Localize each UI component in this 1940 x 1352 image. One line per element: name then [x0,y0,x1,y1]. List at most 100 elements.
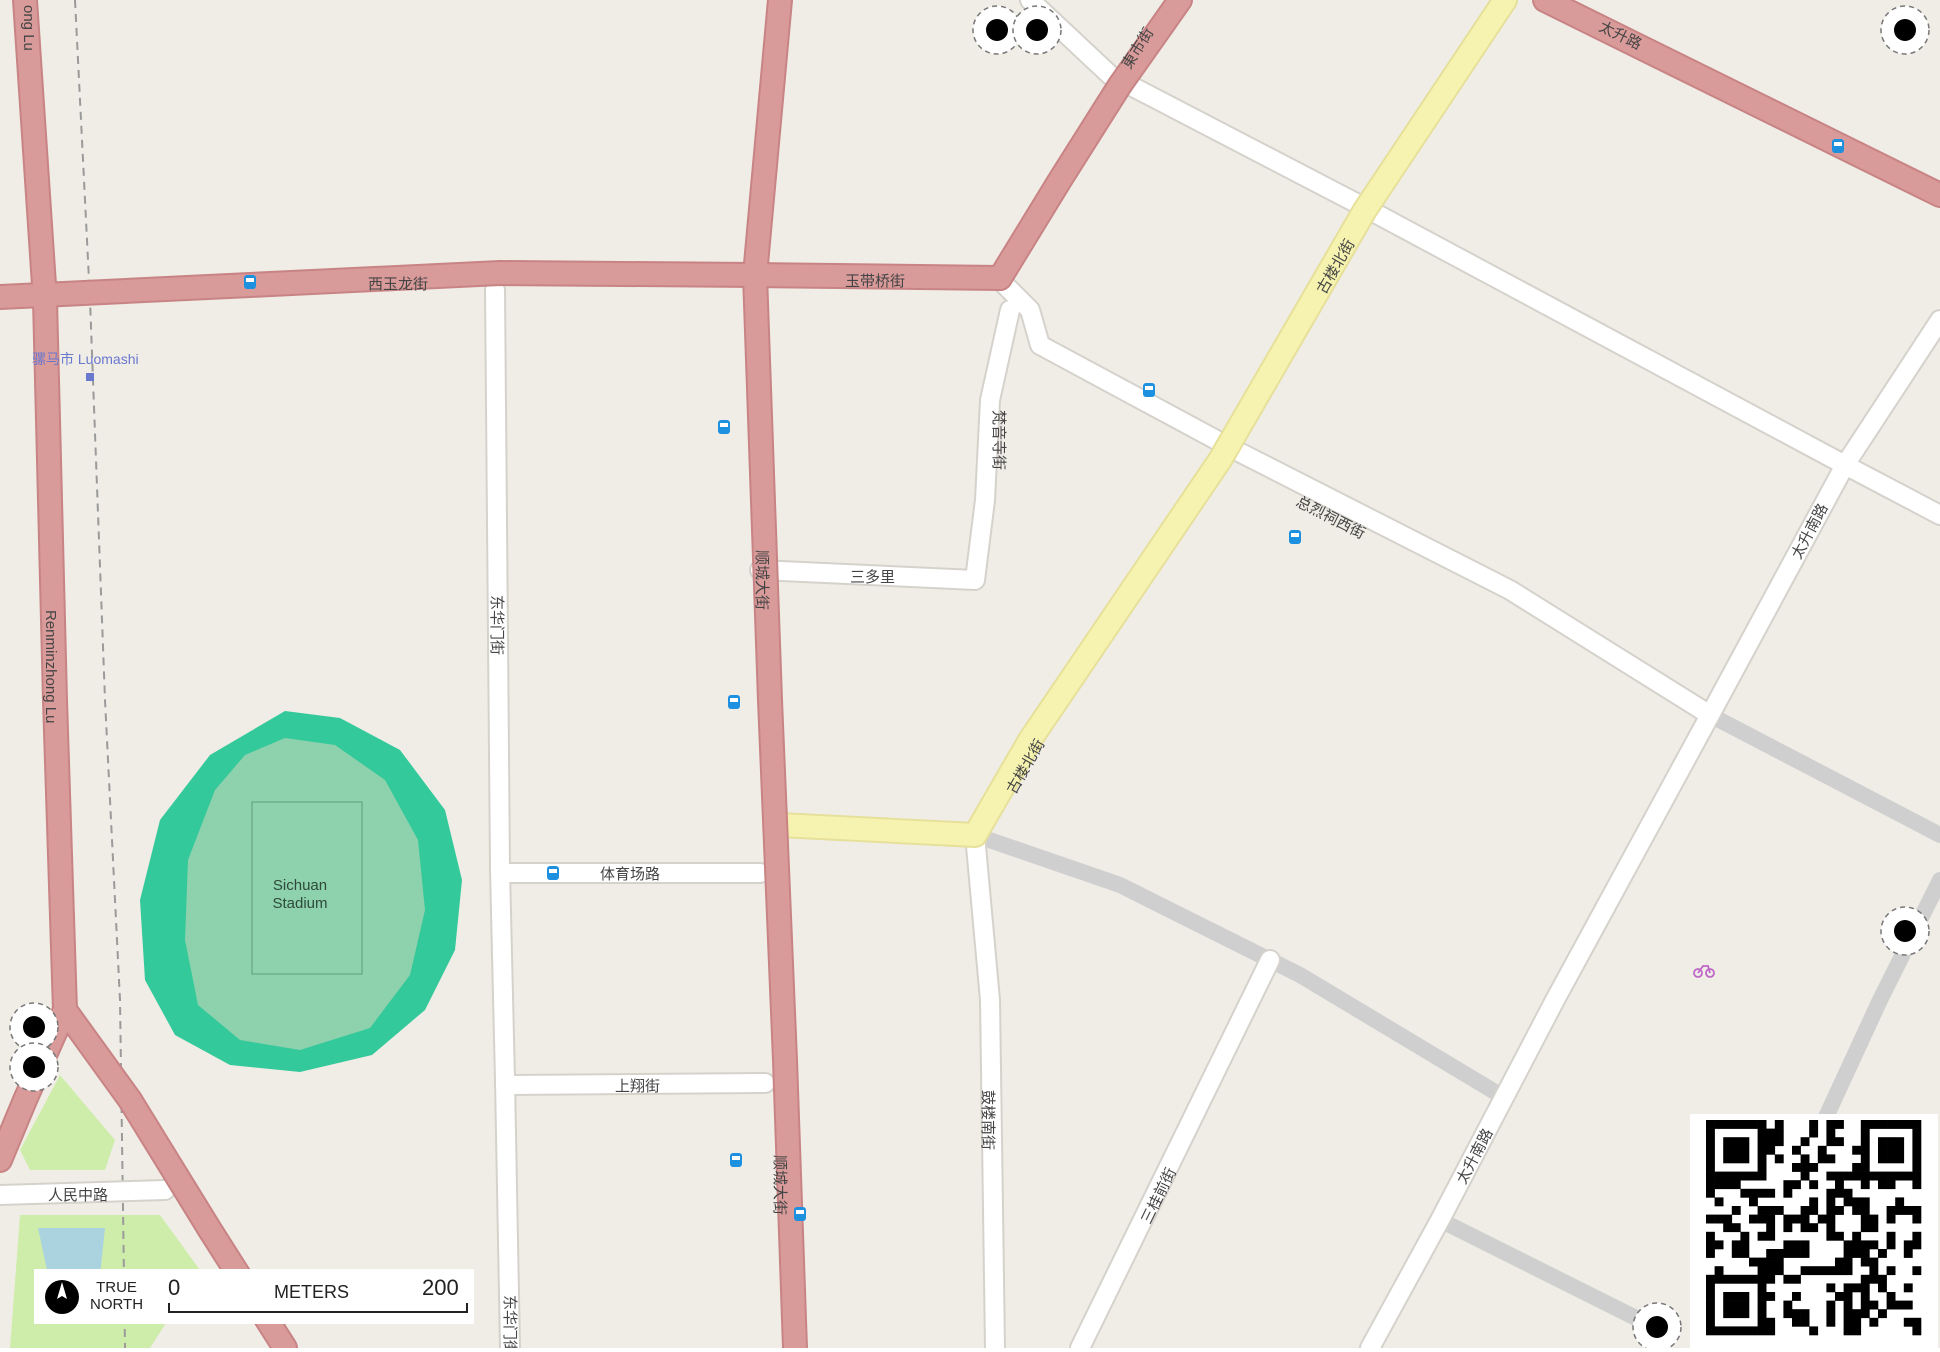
qr-module [1843,1326,1853,1336]
qr-module [1860,1240,1870,1250]
qr-module [1749,1120,1758,1129]
qr-module [1800,1309,1810,1319]
qr-module [1878,1249,1887,1258]
qr-module [1895,1154,1905,1164]
qr-module [1912,1137,1922,1147]
park-area [20,1075,115,1170]
qr-module [1783,1180,1793,1190]
qr-module [1749,1197,1758,1207]
qr-module [1706,1154,1715,1164]
qr-module [1749,1214,1758,1224]
qr-module [1731,1326,1741,1336]
qr-module [1783,1274,1793,1284]
qr-module [1809,1180,1819,1190]
qr-module [1757,1154,1767,1164]
bus-stops[interactable] [244,139,1844,1221]
label-luomashi[interactable]: 骡马市 Luomashi [32,351,139,367]
qr-module [1792,1163,1801,1172]
qr-module [1852,1326,1862,1336]
qr-module [1912,1163,1922,1172]
qr-module [1852,1231,1862,1241]
qr-module [1749,1171,1758,1181]
qr-module [1878,1137,1887,1147]
qr-module [1826,1197,1836,1207]
qr-module [1860,1309,1870,1319]
qr-module [1826,1266,1836,1276]
qr-module [1723,1300,1733,1310]
qr-module [1860,1292,1870,1301]
qr-module [1774,1154,1784,1164]
qr-module [1826,1309,1836,1319]
label-renminzhong-en: Renminzhong Lu [42,610,59,723]
label-shuncheng-1: 顺城大街 [753,550,771,610]
qr-module [1826,1154,1836,1164]
qr-module [1757,1171,1767,1181]
qr-module [1903,1171,1913,1181]
sichuan-stadium[interactable] [140,711,462,1072]
qr-module [1783,1223,1793,1233]
qr-module [1757,1128,1767,1138]
qr-module [1766,1206,1776,1215]
label-renminzhong-top: ong Lu [20,5,37,51]
qr-module [1860,1180,1870,1190]
qr-module [1731,1300,1741,1310]
qr-module [1800,1317,1810,1327]
qr-module [1826,1214,1836,1224]
qr-module [1826,1300,1836,1310]
qr-module [1800,1266,1810,1276]
qr-module [1706,1274,1715,1284]
qr-module [1843,1171,1853,1181]
qr-module [1731,1145,1741,1155]
qr-module [1869,1266,1879,1276]
qr-module [1895,1206,1905,1215]
label-shangxiang: 上翔街 [615,1077,660,1095]
bicycle-icon[interactable] [1693,965,1715,978]
qr-module [1774,1249,1784,1258]
qr-module [1860,1145,1870,1155]
qr-module [1886,1206,1896,1215]
subway-station-icon[interactable] [86,373,94,381]
stadium-pitch [251,801,363,975]
label-yudaiqiao: 玉带桥街 [845,272,905,290]
bus-stop-icon [1289,530,1301,544]
qr-module [1912,1128,1922,1138]
qr-module [1860,1257,1870,1267]
qr-module [1714,1197,1724,1207]
qr-module [1809,1128,1819,1138]
qr-code-icon[interactable] [1690,1114,1938,1348]
qr-module [1757,1214,1767,1224]
qr-module [1714,1266,1724,1276]
bus-stop-icon [1143,383,1155,397]
label-shuncheng-2: 顺城大街 [771,1155,789,1215]
qr-module [1869,1214,1879,1224]
map-markers[interactable] [9,5,1930,1348]
qr-module [1706,1128,1715,1138]
railway-line [74,0,126,1348]
qr-module [1903,1206,1913,1215]
qr-module [1860,1128,1870,1138]
qr-module [1714,1171,1724,1181]
qr-module [1886,1266,1896,1276]
qr-module [1757,1188,1767,1198]
qr-module [1757,1283,1767,1293]
qr-module [1731,1292,1741,1301]
qr-module [1809,1223,1819,1233]
qr-module [1723,1309,1733,1319]
bus-stop-icon [1832,139,1844,153]
qr-module [1835,1171,1844,1181]
qr-module [1835,1180,1844,1190]
qr-module [1869,1257,1879,1267]
qr-module [1809,1197,1819,1207]
qr-module [1860,1154,1870,1164]
bus-stop-icon [728,695,740,709]
qr-module [1852,1240,1862,1250]
qr-module [1903,1120,1913,1129]
label-sanduoli: 三多里 [850,568,895,586]
qr-module [1792,1180,1801,1190]
qr-module [1714,1120,1724,1129]
qr-module [1731,1309,1741,1319]
qr-module [1740,1309,1750,1319]
qr-module [1886,1292,1896,1301]
qr-module [1774,1128,1784,1138]
